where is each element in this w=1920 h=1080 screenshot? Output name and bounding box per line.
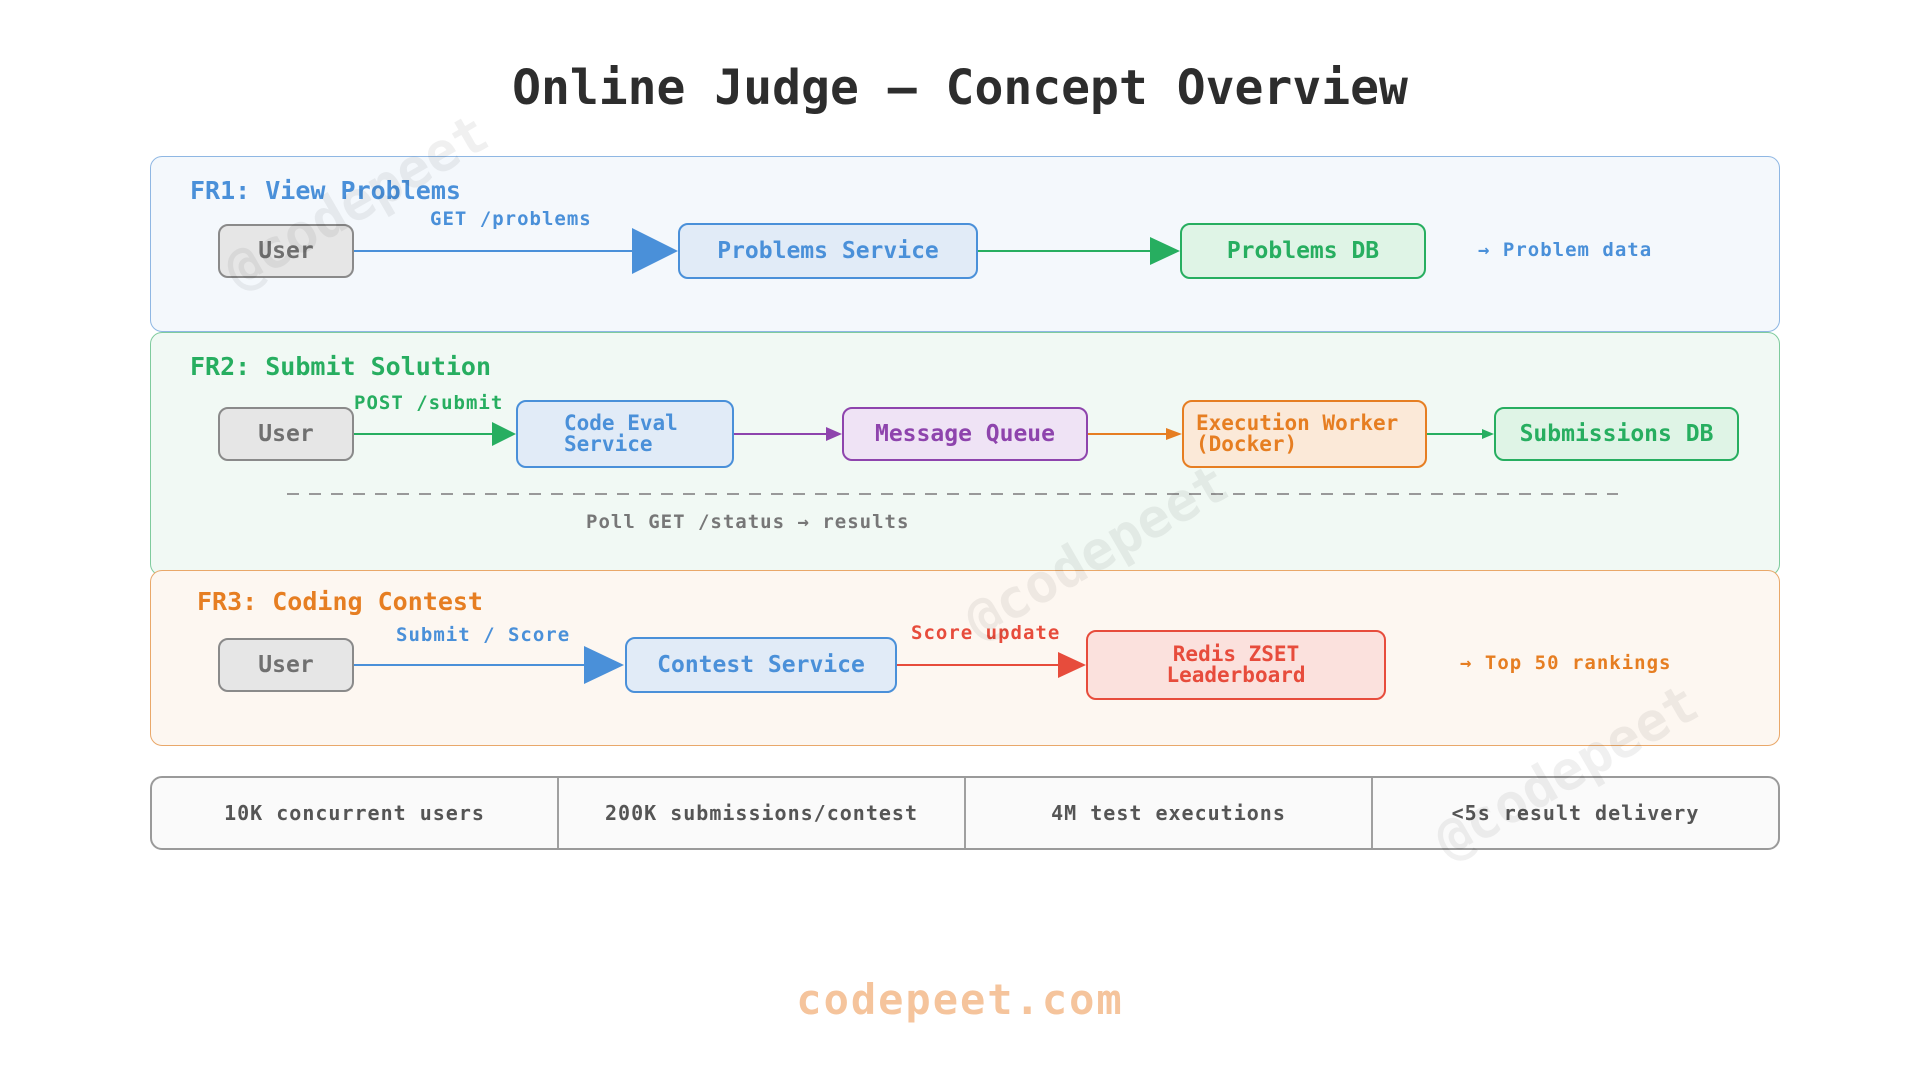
fr2-label: FR2: Submit Solution <box>190 352 492 381</box>
arrowhead-submissions-db <box>1482 429 1494 439</box>
stat-submissions: 200K submissions/contest <box>559 778 966 848</box>
stat-concurrent-users: 10K concurrent users <box>152 778 559 848</box>
fr2-post-submit-label: POST /submit <box>354 392 504 414</box>
code-eval-line-1: Code Eval <box>564 411 678 435</box>
fr3-panel <box>150 570 1780 746</box>
arrowhead-worker <box>1166 428 1182 440</box>
leaderboard-line-1: Redis ZSET <box>1172 642 1300 666</box>
fr1-get-problems-label: GET /problems <box>430 208 592 230</box>
problems-db-node: Problems DB <box>1180 223 1426 279</box>
arrowhead-leaderboard <box>1058 652 1086 678</box>
arrowhead-code-eval <box>492 422 516 446</box>
redis-leaderboard-node: Redis ZSET Leaderboard <box>1086 630 1386 700</box>
fr3-submit-score-label: Submit / Score <box>396 624 571 646</box>
fr3-score-update-label: Score update <box>911 622 1061 644</box>
execution-worker-node: Execution Worker (Docker) <box>1182 400 1427 468</box>
page-title: Online Judge — Concept Overview <box>512 60 1408 116</box>
leaderboard-line-2: Leaderboard <box>1166 663 1306 687</box>
footer-brand: codepeet.com <box>796 975 1124 1024</box>
arrowhead-problems-db <box>1150 237 1180 265</box>
fr1-label: FR1: View Problems <box>190 176 461 205</box>
fr1-problem-data-note: → Problem data <box>1478 239 1653 261</box>
worker-line-1: Execution Worker <box>1196 411 1399 435</box>
worker-line-2: (Docker) <box>1196 432 1298 456</box>
stats-bar: 10K concurrent users 200K submissions/co… <box>150 776 1780 850</box>
fr3-user-node: User <box>218 638 354 692</box>
stat-test-executions: 4M test executions <box>966 778 1373 848</box>
fr2-user-node: User <box>218 407 354 461</box>
submissions-db-node: Submissions DB <box>1494 407 1739 461</box>
arrowhead-contest-service <box>584 646 624 684</box>
fr3-top-rankings-note: → Top 50 rankings <box>1460 652 1672 674</box>
code-eval-line-2: Service <box>564 432 653 456</box>
message-queue-node: Message Queue <box>842 407 1088 461</box>
stat-result-delivery: <5s result delivery <box>1451 801 1700 825</box>
poll-status-label: Poll GET /status → results <box>586 511 910 533</box>
code-eval-service-node: Code Eval Service <box>516 400 734 468</box>
problems-service-node: Problems Service <box>678 223 978 279</box>
fr1-user-node: User <box>218 224 354 278</box>
fr3-label: FR3: Coding Contest <box>197 587 483 616</box>
arrowhead-problems-service <box>632 228 678 274</box>
arrowhead-queue <box>826 427 842 441</box>
contest-service-node: Contest Service <box>625 637 897 693</box>
